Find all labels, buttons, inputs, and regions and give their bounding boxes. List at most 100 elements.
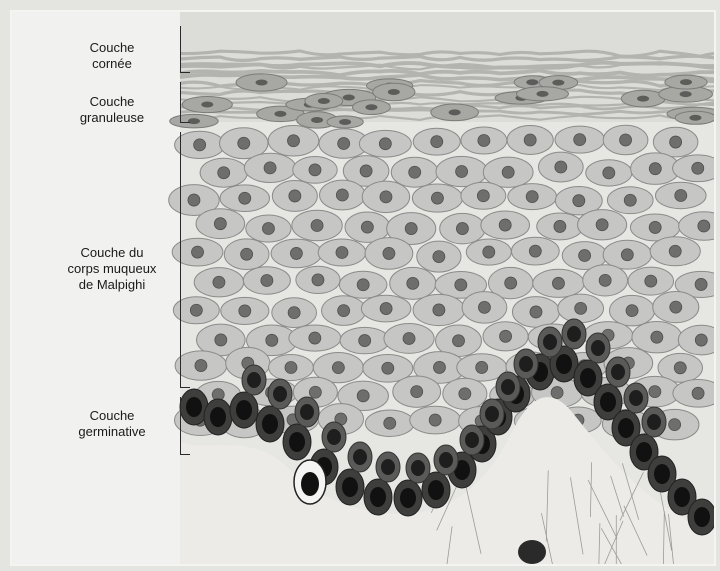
spinous-cell bbox=[679, 212, 716, 241]
spinous-nucleus bbox=[433, 304, 445, 316]
spinous-nucleus bbox=[476, 361, 488, 373]
spinous-nucleus bbox=[288, 307, 300, 319]
spinous-nucleus bbox=[214, 218, 226, 230]
spinous-nucleus bbox=[502, 166, 514, 178]
spinous-nucleus bbox=[382, 362, 394, 374]
label-line: corps muqueux bbox=[52, 261, 172, 277]
basal-nucleus bbox=[567, 326, 581, 342]
basal-nucleus bbox=[629, 390, 643, 406]
spinous-nucleus bbox=[312, 274, 324, 286]
spinous-nucleus bbox=[431, 136, 443, 148]
basal-nucleus bbox=[327, 429, 341, 445]
spinous-nucleus bbox=[379, 138, 391, 150]
spinous-nucleus bbox=[380, 191, 392, 203]
granular-nucleus bbox=[365, 104, 377, 110]
spinous-nucleus bbox=[453, 335, 465, 347]
spinous-nucleus bbox=[499, 219, 511, 231]
label-line: Couche du bbox=[52, 245, 172, 261]
spinous-nucleus bbox=[649, 163, 661, 175]
spinous-nucleus bbox=[695, 334, 707, 346]
spinous-nucleus bbox=[455, 279, 467, 291]
basal-nucleus bbox=[273, 386, 287, 402]
basal-nucleus bbox=[300, 404, 314, 420]
spinous-nucleus bbox=[674, 362, 686, 374]
basal-nucleus bbox=[591, 340, 605, 356]
spinous-nucleus bbox=[675, 189, 687, 201]
spinous-nucleus bbox=[190, 304, 202, 316]
granular-nucleus bbox=[201, 102, 213, 108]
spinous-nucleus bbox=[624, 194, 636, 206]
spinous-nucleus bbox=[380, 303, 392, 315]
spinous-nucleus bbox=[409, 166, 421, 178]
spinous-nucleus bbox=[357, 390, 369, 402]
spinous-nucleus bbox=[529, 245, 541, 257]
spinous-nucleus bbox=[311, 219, 323, 231]
spinous-nucleus bbox=[670, 301, 682, 313]
spinous-nucleus bbox=[478, 135, 490, 147]
basal-nucleus bbox=[262, 414, 278, 434]
basal-nucleus bbox=[654, 464, 670, 484]
basal-nucleus bbox=[439, 452, 453, 468]
spinous-nucleus bbox=[670, 136, 682, 148]
spinous-nucleus bbox=[554, 220, 566, 232]
spinous-nucleus bbox=[574, 134, 586, 146]
spinous-nucleus bbox=[552, 277, 564, 289]
bracket-tick bbox=[180, 72, 190, 73]
spinous-nucleus bbox=[383, 247, 395, 259]
spinous-nucleus bbox=[384, 417, 396, 429]
label-line: granuleuse bbox=[52, 110, 172, 126]
basal-nucleus bbox=[519, 356, 533, 372]
basal-nucleus bbox=[674, 487, 690, 507]
dermis-cell bbox=[518, 540, 546, 564]
spinous-nucleus bbox=[195, 360, 207, 372]
granular-nucleus bbox=[526, 79, 538, 85]
bracket-granuleuse bbox=[180, 82, 181, 122]
spinous-nucleus bbox=[405, 223, 417, 235]
spinous-nucleus bbox=[500, 330, 512, 342]
bracket-tick bbox=[180, 122, 190, 123]
spinous-nucleus bbox=[599, 274, 611, 286]
illustration-frame: Couche cornée Couche granuleuse Couche d… bbox=[10, 10, 716, 566]
spinous-nucleus bbox=[194, 139, 206, 151]
spinous-nucleus bbox=[262, 223, 274, 235]
spinous-nucleus bbox=[264, 162, 276, 174]
basal-nucleus bbox=[370, 487, 386, 507]
basal-nucleus bbox=[428, 480, 444, 500]
spinous-nucleus bbox=[338, 305, 350, 317]
bracket-germinative bbox=[180, 397, 181, 454]
bracket-tick bbox=[180, 387, 190, 388]
spinous-nucleus bbox=[692, 387, 704, 399]
spinous-nucleus bbox=[433, 251, 445, 263]
spinous-nucleus bbox=[309, 164, 321, 176]
spinous-nucleus bbox=[290, 247, 302, 259]
label-couche-germinative: Couche germinative bbox=[52, 408, 172, 440]
spinous-nucleus bbox=[621, 249, 633, 261]
spinous-nucleus bbox=[620, 134, 632, 146]
basal-nucleus bbox=[186, 397, 202, 417]
basal-nucleus bbox=[600, 392, 616, 412]
spinous-nucleus bbox=[505, 277, 517, 289]
basal-nucleus bbox=[618, 418, 634, 438]
label-line: germinative bbox=[52, 424, 172, 440]
spinous-nucleus bbox=[285, 362, 297, 374]
spinous-nucleus bbox=[555, 161, 567, 173]
spinous-nucleus bbox=[266, 334, 278, 346]
granular-nucleus bbox=[318, 98, 330, 104]
spinous-nucleus bbox=[456, 223, 468, 235]
granular-nucleus bbox=[274, 111, 286, 117]
stratum-corneum bbox=[170, 12, 716, 128]
spinous-nucleus bbox=[411, 386, 423, 398]
spinous-nucleus bbox=[239, 305, 251, 317]
spinous-nucleus bbox=[336, 189, 348, 201]
spinous-nucleus bbox=[429, 414, 441, 426]
spinous-nucleus bbox=[573, 195, 585, 207]
granular-nucleus bbox=[388, 89, 400, 95]
spinous-nucleus bbox=[596, 219, 608, 231]
granular-nucleus bbox=[311, 117, 323, 123]
spinous-nucleus bbox=[524, 134, 536, 146]
granular-nucleus bbox=[339, 119, 351, 125]
basal-nucleus bbox=[636, 442, 652, 462]
spinous-nucleus bbox=[261, 274, 273, 286]
basal-nucleus bbox=[236, 400, 252, 420]
spinous-nucleus bbox=[649, 386, 661, 398]
